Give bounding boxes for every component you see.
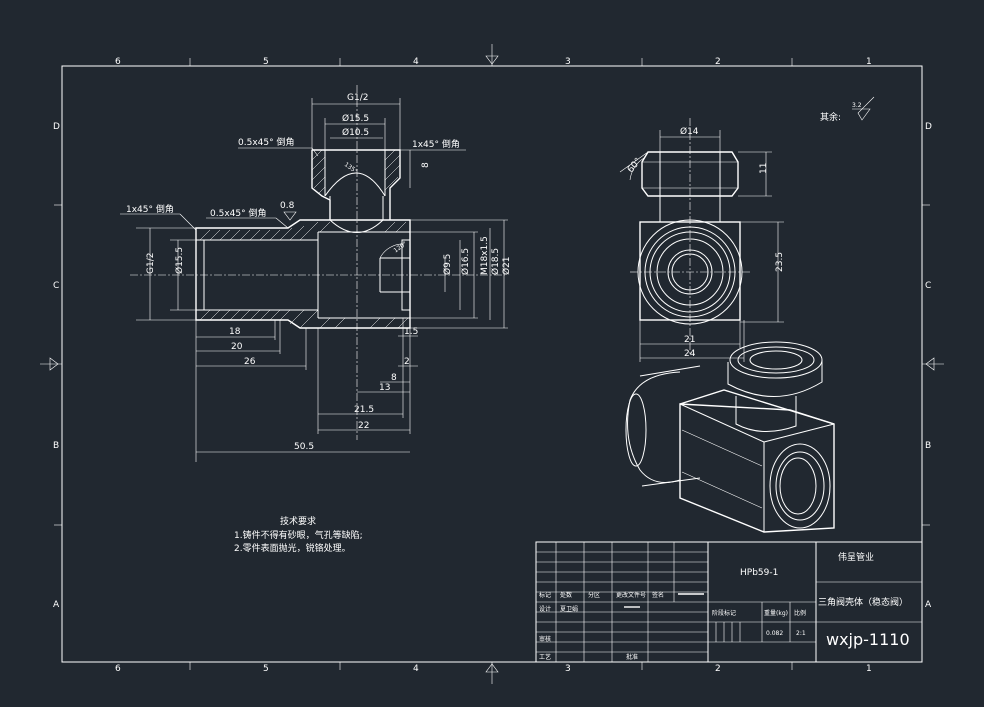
row-label-left: D [53, 122, 60, 132]
scale-label: 比例 [794, 609, 806, 617]
dim-len-18: 18 [229, 327, 241, 337]
col-label-bottom: 3 [565, 664, 571, 674]
dim-d16-5: Ø16.5 [460, 248, 471, 275]
col-label-bottom: 5 [263, 664, 269, 674]
dim-d15-5-left: Ø15.5 [174, 247, 185, 274]
col-count: 处数 [560, 591, 572, 599]
dim-g12-left: G1/2 [146, 253, 156, 274]
col-mark: 标记 [539, 591, 551, 599]
drawing-frame [40, 44, 944, 684]
tech-notes-line-2: 2.零件表面抛光，锐铬处理。 [234, 542, 351, 554]
tech-notes-title: 技术要求 [280, 515, 316, 527]
col-zone: 分区 [588, 591, 600, 599]
isometric-view [625, 341, 835, 533]
dim-len-50-5: 50.5 [294, 442, 314, 452]
note-chamfer-top-right: 1x45° 倒角 [412, 138, 460, 150]
weight-label: 重量(kg) [764, 609, 788, 617]
dim-len-21-5: 21.5 [354, 405, 374, 415]
col-label-top: 2 [715, 57, 721, 67]
weight-value: 0.082 [766, 630, 783, 637]
dim-d15-5-top: Ø15.5 [342, 113, 369, 124]
dim-height-11: 11 [759, 163, 769, 174]
dim-d9-5: Ø9.5 [442, 254, 453, 275]
col-label-bottom: 4 [413, 664, 419, 674]
side-view: Ø14 60° 11 23.5 21 24 [619, 118, 785, 362]
roughness-note-value: 3.2 [852, 102, 862, 109]
tech-notes: 技术要求 1.铸件不得有砂眼，气孔等缺陷; 2.零件表面抛光，锐铬处理。 [234, 515, 363, 554]
roughness-0-8: 0.8 [280, 201, 295, 211]
col-label-bottom: 1 [866, 664, 872, 674]
dim-width-24: 24 [684, 349, 696, 359]
dim-height-23-5: 23.5 [775, 252, 785, 272]
company-name: 伟呈管业 [838, 551, 874, 563]
dim-d10-5-top: Ø10.5 [342, 127, 369, 138]
row-label-right: D [925, 122, 932, 132]
col-label-bottom: 2 [715, 664, 721, 674]
dim-d18-5: Ø18.5 [490, 248, 501, 275]
col-label-bottom: 6 [115, 664, 121, 674]
col-label-top: 6 [115, 57, 121, 67]
row-label-right: C [925, 281, 931, 291]
dim-d14: Ø14 [680, 126, 699, 137]
col-label-top: 1 [866, 57, 872, 67]
row-label-left: A [53, 600, 60, 610]
col-label-top: 4 [413, 57, 419, 67]
dim-len-8: 8 [391, 373, 397, 383]
row-label-right: B [925, 441, 931, 451]
note-chamfer-top-left: 0.5x45° 倒角 [238, 136, 294, 148]
row-label-left: C [53, 281, 59, 291]
stage-label: 阶段标记 [712, 609, 736, 617]
row-label-left: B [53, 441, 59, 451]
tech-notes-line-1: 1.铸件不得有砂眼，气孔等缺陷; [234, 529, 363, 541]
dim-len-13: 13 [379, 383, 390, 393]
col-docno: 更改文件号 [616, 591, 646, 599]
dim-len-1-5: 1.5 [404, 327, 418, 337]
dim-len-2: 2 [404, 357, 410, 367]
title-block: HPb59-1 伟呈管业 三角阀壳体（稳态阀） wxjp-1110 标记 处数 … [535, 541, 923, 663]
scale-value: 2:1 [796, 630, 806, 637]
dim-len-20: 20 [231, 342, 243, 352]
drawing-number: wxjp-1110 [826, 630, 910, 649]
dim-angle-120: 120° [393, 240, 409, 254]
zone-labels: 6 5 4 3 2 1 6 5 4 3 2 1 D C B A D C B A [53, 57, 932, 674]
part-name: 三角阀壳体（稳态阀） [818, 596, 908, 608]
col-label-top: 3 [565, 57, 571, 67]
note-chamfer-mid: 0.5x45° 倒角 [210, 207, 266, 219]
dim-len-22: 22 [358, 421, 369, 431]
dim-width-21: 21 [684, 335, 695, 345]
dim-angle-60: 60° [626, 156, 644, 175]
designer-name: 夏卫娟 [560, 605, 578, 613]
roughness-note: 其余: 3.2 [820, 96, 875, 123]
design-label: 设计 [539, 605, 551, 613]
section-view: G1/2 Ø15.5 Ø10.5 0.5x45° 倒角 1x45° 倒角 13 5… [120, 85, 512, 462]
dim-d21: Ø21 [501, 256, 512, 275]
dim-len-26: 26 [244, 357, 256, 367]
col-label-top: 5 [263, 57, 269, 67]
dim-m18x1-5: M18x1.5 [480, 236, 490, 275]
note-chamfer-left: 1x45° 倒角 [126, 203, 174, 215]
row-label-right: A [925, 600, 932, 610]
roughness-note-label: 其余: [820, 111, 841, 123]
material: HPb59-1 [740, 568, 778, 578]
dim-g12-top: G1/2 [347, 93, 368, 103]
col-sign: 签名 [652, 591, 664, 599]
dim-height-8: 8 [421, 162, 431, 168]
review-label: 审核 [539, 635, 551, 643]
process-label: 工艺 [539, 653, 551, 661]
approve-label: 批准 [626, 653, 638, 661]
